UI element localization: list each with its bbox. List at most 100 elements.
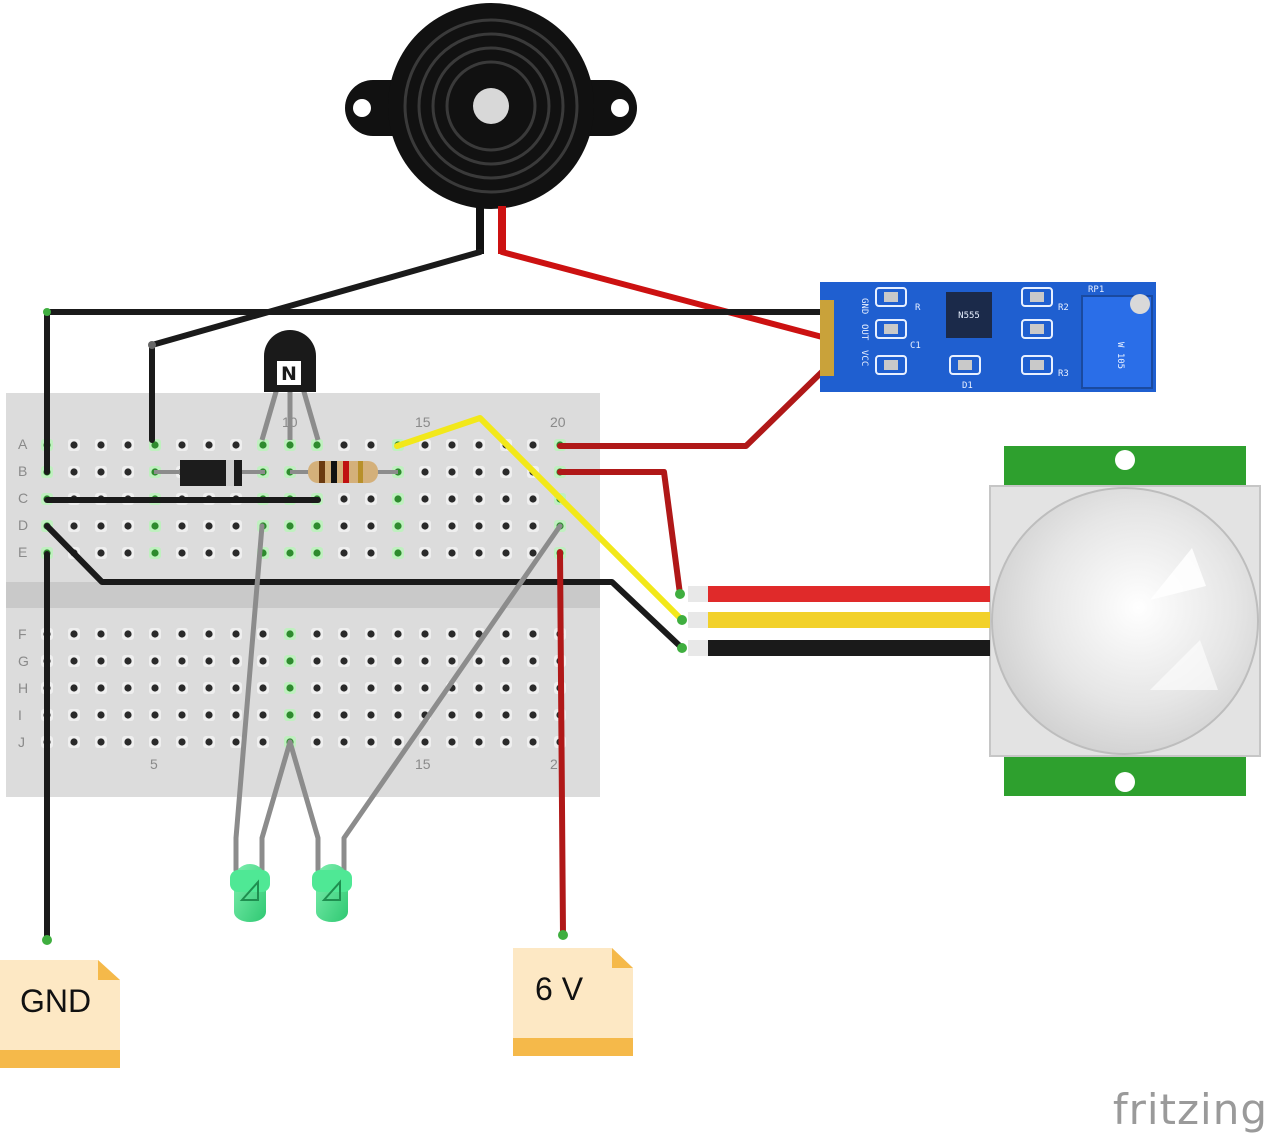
wire-buzzer-positive[interactable]	[499, 249, 829, 341]
breadboard-hole[interactable]	[97, 684, 105, 692]
breadboard-hole[interactable]	[340, 657, 348, 665]
breadboard-hole[interactable]	[421, 468, 429, 476]
breadboard-hole[interactable]	[421, 495, 429, 503]
led2-cathode-lead[interactable]	[341, 523, 563, 873]
breadboard-hole[interactable]	[178, 630, 186, 638]
breadboard-hole[interactable]	[124, 549, 132, 557]
breadboard-hole[interactable]	[313, 738, 321, 746]
breadboard-hole[interactable]	[340, 495, 348, 503]
breadboard-hole[interactable]	[394, 657, 402, 665]
breadboard-hole[interactable]	[421, 657, 429, 665]
breadboard-hole[interactable]	[367, 738, 375, 746]
pir-motion-sensor[interactable]	[688, 446, 1261, 796]
breadboard-hole[interactable]	[448, 630, 456, 638]
breadboard-hole[interactable]	[70, 684, 78, 692]
breadboard-hole[interactable]	[259, 738, 267, 746]
breadboard-hole[interactable]	[178, 738, 186, 746]
breadboard-hole[interactable]	[205, 630, 213, 638]
breadboard-hole[interactable]	[124, 657, 132, 665]
breadboard-hole[interactable]	[232, 657, 240, 665]
breadboard-hole[interactable]	[340, 738, 348, 746]
breadboard-hole[interactable]	[124, 684, 132, 692]
breadboard-hole[interactable]	[367, 495, 375, 503]
breadboard-hole[interactable]	[475, 441, 483, 449]
breadboard-hole[interactable]	[97, 738, 105, 746]
breadboard-hole[interactable]	[232, 738, 240, 746]
breadboard-hole[interactable]	[529, 549, 537, 557]
breadboard-hole[interactable]	[502, 657, 510, 665]
breadboard-hole[interactable]	[421, 549, 429, 557]
breadboard-hole[interactable]	[367, 630, 375, 638]
breadboard-hole[interactable]	[124, 738, 132, 746]
wire-supply-6v[interactable]	[557, 549, 566, 938]
breadboard-hole[interactable]	[232, 441, 240, 449]
breadboard-hole[interactable]	[151, 441, 159, 449]
breadboard-hole[interactable]	[529, 738, 537, 746]
breadboard-hole[interactable]	[313, 684, 321, 692]
breadboard-hole[interactable]	[178, 684, 186, 692]
breadboard-hole[interactable]	[502, 711, 510, 719]
breadboard-hole[interactable]	[97, 630, 105, 638]
breadboard-hole[interactable]	[205, 549, 213, 557]
breadboard-hole[interactable]	[97, 657, 105, 665]
breadboard-hole[interactable]	[475, 495, 483, 503]
breadboard-hole[interactable]	[259, 684, 267, 692]
breadboard-hole[interactable]	[97, 711, 105, 719]
breadboard-hole[interactable]	[394, 738, 402, 746]
breadboard-hole[interactable]	[340, 549, 348, 557]
breadboard-hole[interactable]	[502, 495, 510, 503]
breadboard-hole[interactable]	[259, 657, 267, 665]
breadboard-hole[interactable]	[313, 711, 321, 719]
wire-pir-signal[interactable]	[394, 415, 685, 623]
breadboard-hole[interactable]	[232, 684, 240, 692]
breadboard-hole[interactable]	[313, 441, 321, 449]
breadboard-hole[interactable]	[259, 441, 267, 449]
breadboard-hole[interactable]	[286, 711, 294, 719]
breadboard-hole[interactable]	[97, 522, 105, 530]
breadboard-hole[interactable]	[232, 711, 240, 719]
breadboard-hole[interactable]	[448, 711, 456, 719]
breadboard-hole[interactable]	[475, 711, 483, 719]
breadboard-hole[interactable]	[286, 684, 294, 692]
breadboard-hole[interactable]	[286, 657, 294, 665]
breadboard-hole[interactable]	[70, 711, 78, 719]
breadboard-hole[interactable]	[475, 549, 483, 557]
breadboard-hole[interactable]	[448, 522, 456, 530]
breadboard-hole[interactable]	[475, 522, 483, 530]
breadboard-hole[interactable]	[421, 738, 429, 746]
diode[interactable]	[154, 460, 265, 486]
resistor[interactable]	[290, 461, 398, 483]
breadboard-hole[interactable]	[529, 684, 537, 692]
breadboard-hole[interactable]	[124, 468, 132, 476]
breadboard-hole[interactable]	[502, 549, 510, 557]
breadboard-hole[interactable]	[97, 441, 105, 449]
breadboard-hole[interactable]	[70, 522, 78, 530]
breadboard-hole[interactable]	[97, 468, 105, 476]
breadboard-hole[interactable]	[367, 441, 375, 449]
breadboard-hole[interactable]	[529, 657, 537, 665]
breadboard-hole[interactable]	[394, 630, 402, 638]
breadboard-hole[interactable]	[367, 684, 375, 692]
breadboard-hole[interactable]	[178, 657, 186, 665]
breadboard-hole[interactable]	[394, 495, 402, 503]
breadboard-hole[interactable]	[124, 630, 132, 638]
breadboard-hole[interactable]	[448, 495, 456, 503]
breadboard-hole[interactable]	[232, 549, 240, 557]
breadboard-hole[interactable]	[205, 522, 213, 530]
breadboard-hole[interactable]	[529, 495, 537, 503]
breadboard-hole[interactable]	[313, 549, 321, 557]
wire-sensor-vcc[interactable]	[557, 363, 831, 449]
breadboard-hole[interactable]	[529, 630, 537, 638]
breadboard-hole[interactable]	[151, 738, 159, 746]
npn-transistor[interactable]: N	[259, 330, 321, 441]
breadboard-hole[interactable]	[286, 549, 294, 557]
breadboard-hole[interactable]	[502, 522, 510, 530]
breadboard-hole[interactable]	[259, 630, 267, 638]
breadboard-hole[interactable]	[178, 441, 186, 449]
breadboard-hole[interactable]	[340, 684, 348, 692]
wire-pir-vcc[interactable]	[557, 469, 683, 597]
breadboard-hole[interactable]	[205, 684, 213, 692]
potentiometer-knob[interactable]	[1130, 294, 1150, 314]
breadboard-hole[interactable]	[421, 630, 429, 638]
breadboard-hole[interactable]	[151, 630, 159, 638]
